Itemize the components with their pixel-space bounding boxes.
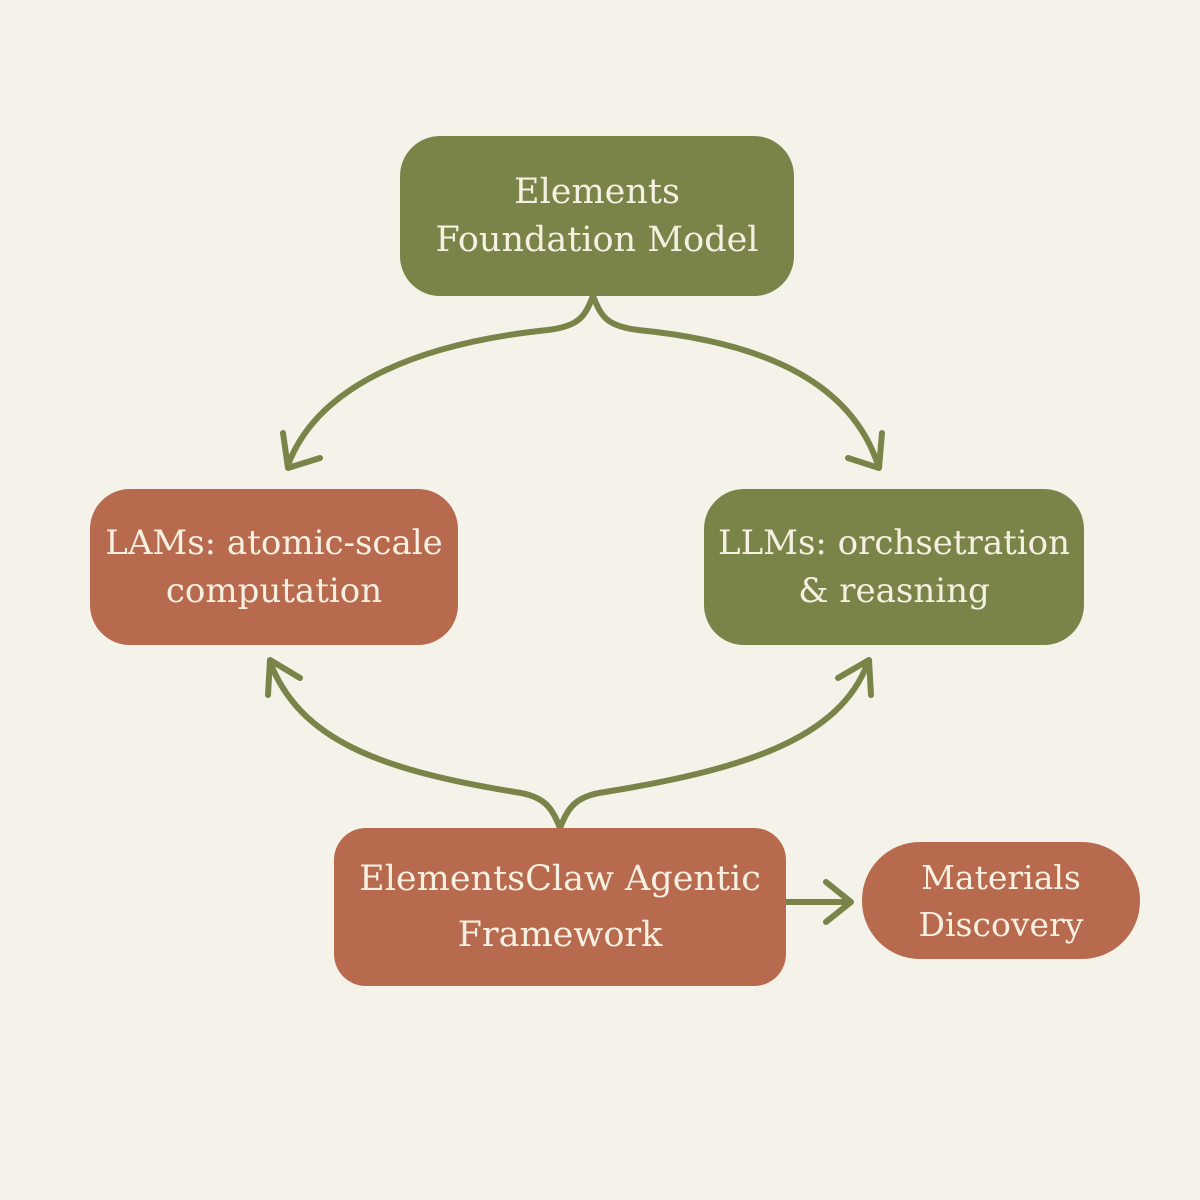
arrowhead-llms-bottom <box>835 657 874 698</box>
node-foundation-model: Elements Foundation Model <box>400 136 794 296</box>
node-lams-line2: computation <box>165 571 383 611</box>
arrowhead-materials <box>823 879 854 925</box>
node-llms-line2: & reasning <box>798 571 990 611</box>
arrow-claw-to-lams <box>267 659 563 831</box>
arrow-foundation-to-lams <box>285 293 596 468</box>
node-llms: LLMs: orchsetration & reasning <box>704 489 1084 645</box>
node-lams-line1: LAMs: atomic-scale <box>105 523 443 563</box>
node-llms-line1: LLMs: orchsetration <box>717 523 1070 563</box>
arrowhead-lams-bottom <box>265 657 303 698</box>
node-foundation-line2: Foundation Model <box>435 220 759 260</box>
node-materials-discovery: Materials Discovery <box>862 842 1140 959</box>
node-lams: LAMs: atomic-scale computation <box>90 489 458 645</box>
arrowhead-lams-top <box>280 430 323 471</box>
node-claw-line2: Framework <box>457 915 663 955</box>
arrow-foundation-to-llms <box>590 293 881 468</box>
node-elementsclaw-framework: ElementsClaw Agentic Framework <box>334 828 786 986</box>
arrowhead-llms-top <box>845 430 885 471</box>
arrow-claw-to-llms <box>557 659 871 831</box>
node-materials-line2: Discovery <box>918 904 1084 944</box>
node-foundation-line1: Elements <box>514 172 680 212</box>
node-materials-line1: Materials <box>921 857 1081 897</box>
node-claw-line1: ElementsClaw Agentic <box>359 859 761 899</box>
